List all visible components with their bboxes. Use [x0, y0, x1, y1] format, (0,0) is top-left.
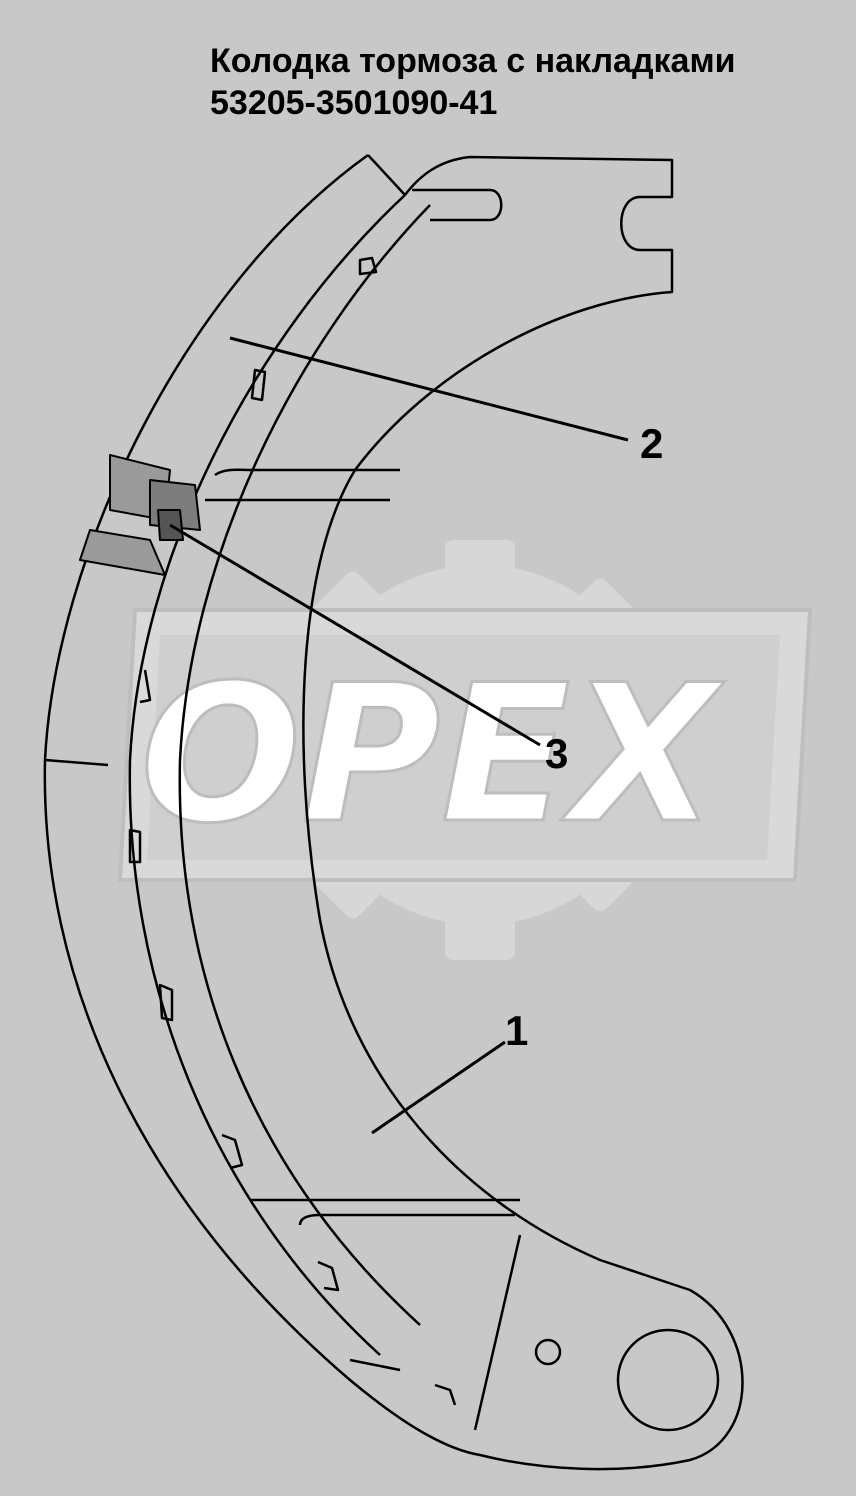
leader-line-3 — [169, 523, 541, 747]
web-inner-curve — [318, 919, 691, 1292]
callout-1: 1 — [505, 1007, 528, 1054]
rim-inner-edge — [178, 204, 431, 1326]
part-number: 53205-3501090-41 — [210, 84, 498, 122]
lining-inner-edge — [128, 194, 406, 1356]
callout-3: 3 — [545, 730, 568, 777]
title-line-1: Колодка тормоза с накладками — [210, 42, 736, 80]
lining-outer-edge — [43, 153, 481, 1457]
rivet-section — [79, 454, 201, 576]
anchor-hole — [616, 1328, 720, 1432]
watermark-text: OPEX — [140, 644, 726, 865]
brake-shoe — [43, 153, 744, 1471]
leader-line-1 — [371, 1040, 506, 1135]
callout-2: 2 — [640, 420, 663, 467]
leader-lines — [169, 336, 629, 1135]
pin-hole — [534, 1338, 562, 1366]
diagram-title: Колодка тормоза с накладками 53205-35010… — [210, 40, 736, 124]
upper-tip — [302, 155, 674, 921]
lower-heel — [479, 1288, 744, 1471]
watermark: OPEX — [117, 540, 813, 960]
leader-line-2 — [229, 336, 629, 442]
